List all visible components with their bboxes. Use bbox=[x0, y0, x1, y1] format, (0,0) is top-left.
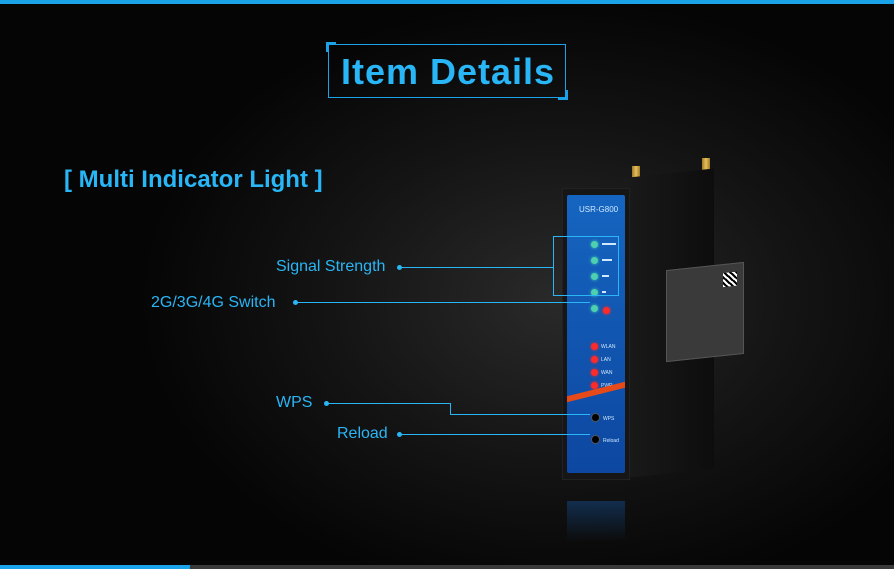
section-title: [ Multi Indicator Light ] bbox=[64, 166, 323, 193]
signal-highlight-box bbox=[553, 236, 619, 296]
switch-led-green bbox=[591, 305, 598, 312]
wps-line-3 bbox=[450, 414, 590, 415]
top-accent-bar bbox=[0, 0, 894, 4]
signal-bar-4 bbox=[602, 291, 606, 293]
bottom-accent-bar bbox=[0, 565, 190, 569]
signal-strength-dot bbox=[397, 265, 402, 270]
signal-bar-3 bbox=[602, 275, 609, 277]
signal-bar-1 bbox=[602, 243, 616, 245]
wps-label: WPS bbox=[276, 394, 313, 411]
device-reflection bbox=[567, 501, 625, 541]
wps-button-label: WPS bbox=[603, 416, 615, 422]
reload-label: Reload bbox=[337, 425, 388, 442]
reload-line bbox=[401, 434, 590, 435]
wlan-led-label: WLAN bbox=[601, 344, 616, 350]
device-model: USR-G800 bbox=[579, 205, 619, 214]
router-device: USR-G800 WLAN LAN WAN PWR WPS Reload bbox=[562, 158, 762, 541]
title-frame: Item Details bbox=[326, 42, 568, 100]
signal-bar-2 bbox=[602, 259, 612, 261]
wps-line-1 bbox=[328, 403, 450, 404]
switch-dot bbox=[293, 300, 298, 305]
switch-line bbox=[297, 302, 590, 303]
reload-button-label: Reload bbox=[603, 438, 619, 444]
qr-code-icon bbox=[723, 271, 737, 288]
signal-led-1 bbox=[591, 241, 598, 248]
switch-led-red bbox=[603, 307, 610, 314]
wps-dot bbox=[324, 401, 329, 406]
page-title: Item Details bbox=[340, 51, 556, 92]
signal-strength-label: Signal Strength bbox=[276, 258, 386, 275]
wan-led-label: WAN bbox=[601, 370, 613, 376]
signal-led-2 bbox=[591, 257, 598, 264]
bottom-bar bbox=[0, 565, 894, 569]
wlan-led bbox=[591, 343, 598, 350]
switch-label: 2G/3G/4G Switch bbox=[151, 294, 276, 311]
pwr-led bbox=[591, 382, 598, 389]
wan-led bbox=[591, 369, 598, 376]
device-front: USR-G800 WLAN LAN WAN PWR WPS Reload bbox=[562, 188, 630, 541]
lan-led-label: LAN bbox=[601, 357, 611, 363]
device-front-panel: USR-G800 WLAN LAN WAN PWR WPS Reload bbox=[567, 195, 625, 473]
reload-dot bbox=[397, 432, 402, 437]
device-label-sticker bbox=[666, 261, 744, 363]
wps-line-2 bbox=[450, 403, 451, 414]
signal-led-4 bbox=[591, 289, 598, 296]
wps-button-hole bbox=[591, 413, 600, 422]
signal-strength-line bbox=[401, 267, 553, 268]
reload-button-hole bbox=[591, 435, 600, 444]
signal-led-3 bbox=[591, 273, 598, 280]
lan-led bbox=[591, 356, 598, 363]
